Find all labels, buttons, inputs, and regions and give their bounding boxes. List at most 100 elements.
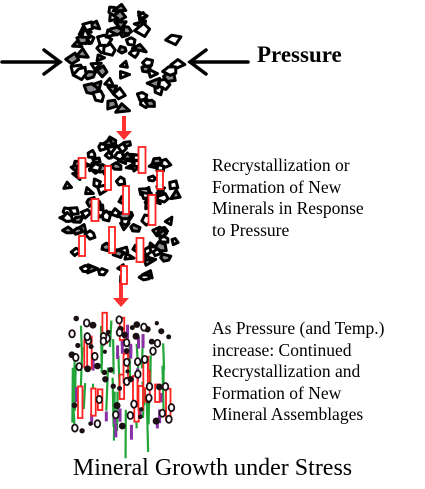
mineral-grain xyxy=(123,252,136,261)
dark-grain xyxy=(88,421,93,426)
dark-grain xyxy=(88,344,94,350)
mineral-grain xyxy=(72,214,85,224)
mineral-grain xyxy=(108,11,120,23)
mineral-grain xyxy=(100,209,112,223)
mineral-grain xyxy=(91,89,105,103)
mineral-grain xyxy=(103,150,114,160)
mineral-grain xyxy=(116,44,128,55)
dark-grain-outline xyxy=(123,357,131,367)
mineral-grain xyxy=(130,43,148,54)
mineral-grain xyxy=(106,98,119,111)
dark-grain-outline xyxy=(134,369,142,379)
mineral-grain xyxy=(112,150,126,162)
mineral-grain xyxy=(145,76,162,90)
mineral-grain xyxy=(121,25,133,36)
dark-grain xyxy=(121,331,128,339)
mineral-grain xyxy=(120,217,132,227)
dark-grain xyxy=(158,328,165,335)
mineral-grain xyxy=(143,254,154,262)
dark-grain-outline xyxy=(153,338,162,348)
mineral-grain xyxy=(91,156,102,165)
recrystallization-description: Recrystallization or Formation of New Mi… xyxy=(212,155,422,241)
purple-mineral xyxy=(114,423,118,438)
green-mineral xyxy=(108,320,113,348)
mineral-grain xyxy=(71,65,88,82)
mineral-grain xyxy=(170,237,180,247)
mineral-grain xyxy=(71,226,84,236)
dark-grain xyxy=(94,362,101,370)
dark-grain xyxy=(154,321,159,326)
dark-grain-outline xyxy=(122,338,131,348)
mineral-grain xyxy=(64,51,81,66)
mineral-grain xyxy=(60,211,75,223)
description-line: Formation of New xyxy=(212,382,342,403)
dark-grain xyxy=(138,414,143,420)
description-line: increase: Continued xyxy=(212,339,352,360)
description-line: Recrystallization or xyxy=(212,155,350,175)
diagram-title: Mineral Growth under Stress xyxy=(72,455,353,481)
mineral-grain xyxy=(92,177,102,190)
description-line: Formation of New xyxy=(212,176,342,197)
mineral-grain xyxy=(148,241,157,249)
dark-grain-outline xyxy=(83,318,91,328)
mineral-grain xyxy=(106,84,119,96)
dark-grain-outline xyxy=(145,382,154,392)
dark-grain xyxy=(113,402,121,410)
purple-mineral xyxy=(158,409,162,424)
mineral-grain xyxy=(109,161,123,171)
dark-grain xyxy=(71,402,78,409)
dark-grain xyxy=(106,329,111,335)
dark-grain-outline xyxy=(130,399,138,409)
description-line: Recrystallization and xyxy=(212,361,361,381)
mineral-grain xyxy=(127,48,141,59)
new-mineral-crystal xyxy=(90,387,97,417)
original-grains-cluster xyxy=(64,2,187,114)
mineral-grain xyxy=(95,53,106,63)
dark-grain-outline xyxy=(145,393,153,403)
dark-grain xyxy=(73,315,80,322)
mineral-grain xyxy=(111,2,128,13)
mineral-grain xyxy=(119,70,132,80)
mineral-grain xyxy=(137,273,151,282)
dark-grain-outline xyxy=(140,322,148,332)
arrow-down-icon xyxy=(113,282,129,307)
pressure-label: Pressure xyxy=(257,42,342,67)
dark-grain-outline xyxy=(91,351,99,361)
mineral-grain xyxy=(79,208,93,220)
description-line: Minerals in Response xyxy=(212,198,364,218)
mineral-grain xyxy=(97,267,109,277)
dark-grain xyxy=(118,422,126,430)
new-mineral-crystal xyxy=(137,146,147,174)
arrow-down-icon xyxy=(116,116,132,140)
green-mineral xyxy=(71,367,74,423)
mineral-grain xyxy=(125,36,137,47)
mineral-grain xyxy=(116,141,128,155)
purple-mineral xyxy=(91,356,95,371)
purple-mineral xyxy=(118,408,122,422)
new-mineral-crystal xyxy=(137,385,144,411)
mineral-grain xyxy=(74,47,90,59)
mineral-grain xyxy=(111,86,127,101)
new-mineral-crystal xyxy=(135,237,145,263)
dark-grain xyxy=(110,383,116,389)
dark-grain-outline xyxy=(99,336,108,346)
purple-mineral xyxy=(129,424,133,440)
mineral-grain xyxy=(129,223,142,233)
mineral-grain xyxy=(161,65,178,77)
mineral-grain xyxy=(86,148,97,159)
mineral-grain xyxy=(163,215,174,227)
mineral-grain xyxy=(155,192,170,204)
mineral-grain xyxy=(151,156,164,166)
arrow-head xyxy=(116,131,132,140)
dark-grain xyxy=(125,369,130,374)
mineral-grain xyxy=(156,228,169,239)
new-mineral-crystal xyxy=(78,235,86,257)
purple-mineral xyxy=(159,392,163,403)
purple-mineral xyxy=(141,334,145,348)
purple-mineral xyxy=(90,413,94,425)
mineral-grain xyxy=(130,164,141,173)
dark-grain-outline xyxy=(126,411,135,421)
mineral-grain xyxy=(146,67,159,79)
mineral-grain xyxy=(83,229,97,241)
mineral-grain xyxy=(87,161,103,173)
